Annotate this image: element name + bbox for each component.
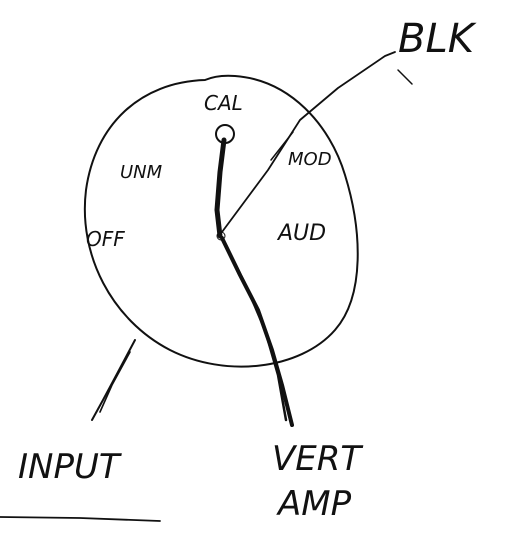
bottom-rule-line xyxy=(0,516,161,522)
label-unm: UNM xyxy=(120,162,163,183)
label-cal: CAL xyxy=(204,91,243,115)
blk-wire xyxy=(221,51,396,233)
switch-pointer xyxy=(214,137,227,239)
label-vert: VERT xyxy=(272,439,363,479)
blk-wire-tick xyxy=(397,69,413,85)
label-amp: AMP xyxy=(276,484,352,524)
label-aud: AUD xyxy=(276,221,326,246)
label-mod: MOD xyxy=(288,149,332,170)
label-off: OFF xyxy=(86,227,125,251)
input-wire xyxy=(91,339,136,421)
vert-amp-wire-second xyxy=(224,243,288,422)
switch-body-circle xyxy=(83,74,359,368)
input-wire-second xyxy=(99,351,131,413)
label-blk: BLK xyxy=(398,16,477,62)
label-input: INPUT xyxy=(18,447,122,487)
blk-wire-short xyxy=(270,131,294,161)
